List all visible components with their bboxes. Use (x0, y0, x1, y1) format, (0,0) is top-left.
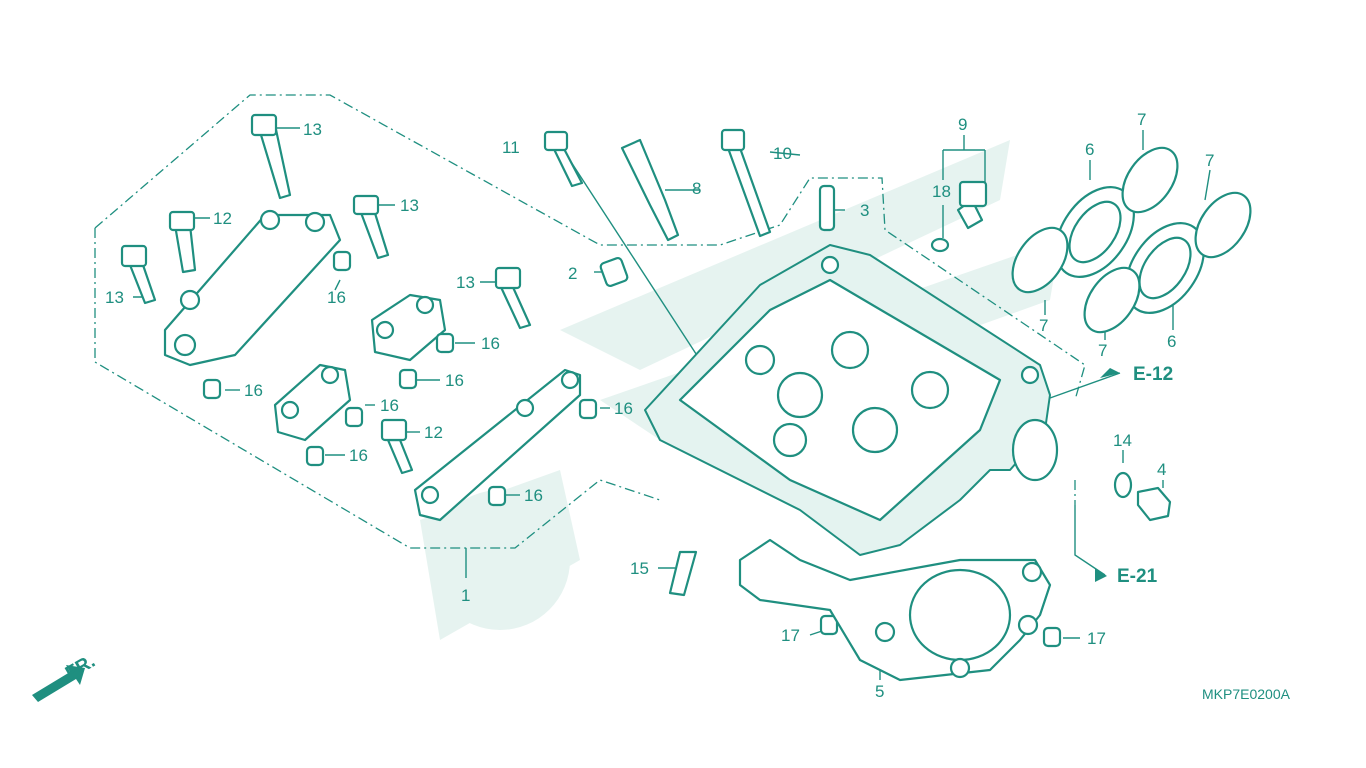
sensor-plug (1136, 486, 1172, 522)
group-outline-left (94, 228, 661, 549)
callout-15: 15 (630, 559, 649, 578)
front-arrow-icon (32, 665, 85, 702)
cam-holder-right (413, 368, 582, 522)
callout-16f: 16 (614, 399, 633, 418)
callout-12a: 12 (213, 209, 232, 228)
callout-9: 9 (958, 115, 967, 134)
callout-13a: 13 (303, 120, 322, 139)
ref-e21: E-21 (1117, 566, 1158, 587)
callout-17b: 17 (1087, 629, 1106, 648)
leader-lines (133, 127, 1211, 680)
callout-18: 18 (932, 182, 951, 201)
callout-17a: 17 (781, 626, 800, 645)
callout-2: 2 (568, 264, 577, 283)
part-number-callouts: 1 2 3 4 5 6 6 7 7 7 7 8 9 10 11 12 12 13… (105, 110, 1214, 701)
callout-13c: 13 (400, 196, 419, 215)
callout-7a: 7 (1137, 110, 1146, 129)
callout-16e: 16 (380, 396, 399, 415)
bolts (120, 113, 988, 597)
callout-4: 4 (1157, 460, 1166, 479)
callout-16a: 16 (327, 288, 346, 307)
callout-16h: 16 (524, 486, 543, 505)
callout-5: 5 (875, 682, 884, 701)
callout-13b: 13 (105, 288, 124, 307)
callout-7b: 7 (1205, 151, 1214, 170)
callout-1: 1 (461, 586, 470, 605)
ref-e12: E-12 (1133, 364, 1173, 385)
insulators-and-bands (1011, 146, 1252, 334)
callout-14: 14 (1113, 431, 1132, 450)
callout-10: 10 (773, 144, 792, 163)
callout-6a: 6 (1085, 140, 1094, 159)
head-gasket (738, 538, 1052, 682)
callout-7d: 7 (1098, 341, 1107, 360)
cylinder-head (644, 244, 1059, 556)
drawing-code: MKP7E0200A (1202, 686, 1291, 702)
dowel-pins (202, 250, 1062, 648)
cam-holder-center-lower (273, 363, 352, 442)
callout-6b: 6 (1167, 332, 1176, 351)
callout-11: 11 (502, 138, 520, 157)
callout-3: 3 (860, 201, 869, 220)
e21-arrow-icon (1095, 568, 1107, 582)
callout-12b: 12 (424, 423, 443, 442)
callout-13d: 13 (456, 273, 475, 292)
callout-8: 8 (692, 179, 701, 198)
callout-7c: 7 (1039, 316, 1048, 335)
cam-holder-center-upper (370, 293, 447, 362)
e12-arrow-icon (1100, 368, 1120, 378)
callout-16d: 16 (244, 381, 263, 400)
o-ring (1113, 471, 1133, 499)
callout-16b: 16 (481, 334, 500, 353)
cam-holder-left (163, 209, 342, 367)
callout-16c: 16 (445, 371, 464, 390)
callout-16g: 16 (349, 446, 368, 465)
